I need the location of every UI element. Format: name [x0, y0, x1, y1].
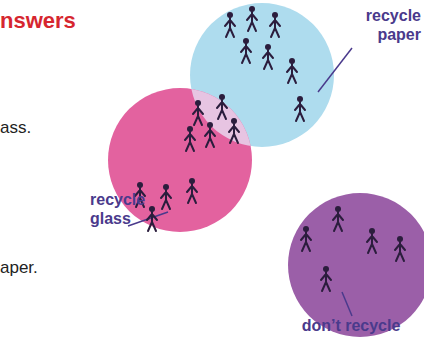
stick-figures: [135, 6, 405, 291]
figure-body: [225, 18, 235, 37]
figure-head: [219, 94, 225, 100]
stick-figure: [333, 206, 343, 231]
group-circle: recycle glass: [108, 88, 252, 232]
figure-body: [229, 124, 239, 143]
text-fragment: ass.: [0, 118, 31, 138]
figure-head: [289, 58, 295, 64]
figure-body: [147, 212, 157, 231]
figure-head: [265, 44, 271, 50]
stick-figure: [287, 58, 297, 83]
figure-head: [297, 96, 303, 102]
figure-body: [135, 188, 145, 207]
stick-figure: [367, 228, 377, 253]
figure-body: [367, 234, 377, 253]
figure-head: [335, 206, 341, 212]
figure-head: [149, 206, 155, 212]
circle-outline: [288, 193, 424, 337]
figure-body: [241, 44, 251, 63]
figure-body: [395, 242, 405, 261]
figure-body: [333, 212, 343, 231]
circle-fill: [288, 193, 424, 337]
figure-head: [303, 226, 309, 232]
group-circle: don’t recycle: [288, 193, 424, 337]
figure-head: [323, 266, 329, 272]
figure-head: [272, 12, 278, 18]
stick-figure: [270, 12, 280, 37]
figure-head: [249, 6, 255, 12]
figure-head: [397, 236, 403, 242]
stick-figure: [395, 236, 405, 261]
text-fragment: aper.: [0, 258, 38, 278]
group-label: recycle glass: [90, 190, 152, 228]
figure-head: [163, 184, 169, 190]
leader-lines: [128, 48, 352, 316]
stick-figure: [321, 266, 331, 291]
figure-body: [161, 190, 171, 209]
stick-figure: [205, 122, 215, 147]
stick-figure: [263, 44, 273, 69]
stick-figure: [229, 118, 239, 143]
figure-head: [207, 122, 213, 128]
figure-head: [189, 178, 195, 184]
stick-figure: [147, 206, 157, 231]
leader-line: [342, 292, 352, 316]
stick-figure: [225, 12, 235, 37]
figure-head: [195, 100, 201, 106]
stick-figure: [247, 6, 257, 31]
figure-body: [321, 272, 331, 291]
figure-body: [263, 50, 273, 69]
figure-head: [243, 38, 249, 44]
figure-body: [301, 232, 311, 251]
figure-body: [187, 184, 197, 203]
figure-body: [217, 100, 227, 119]
figure-head: [231, 118, 237, 124]
figure-body: [295, 102, 305, 121]
stick-figure: [301, 226, 311, 251]
overlap-region: [108, 88, 252, 232]
stick-figure: [241, 38, 251, 63]
stick-figure: [217, 94, 227, 119]
heading-fragment: nswers: [0, 8, 76, 34]
figure-body: [193, 106, 203, 125]
stick-figure: [185, 126, 195, 151]
figure-head: [187, 126, 193, 132]
group-label: recycle paper: [343, 6, 421, 44]
leader-line: [128, 212, 168, 226]
group-label: don’t recycle: [278, 316, 424, 335]
figure-body: [247, 12, 257, 31]
figure-head: [137, 182, 143, 188]
figure-head: [369, 228, 375, 234]
figure-body: [270, 18, 280, 37]
stick-figure: [135, 182, 145, 207]
leader-line: [318, 48, 352, 92]
figure-body: [287, 64, 297, 83]
figure-head: [227, 12, 233, 18]
stick-figure: [193, 100, 203, 125]
stick-figure: [295, 96, 305, 121]
figure-body: [185, 132, 195, 151]
stick-figure: [187, 178, 197, 203]
figure-body: [205, 128, 215, 147]
stick-figure: [161, 184, 171, 209]
